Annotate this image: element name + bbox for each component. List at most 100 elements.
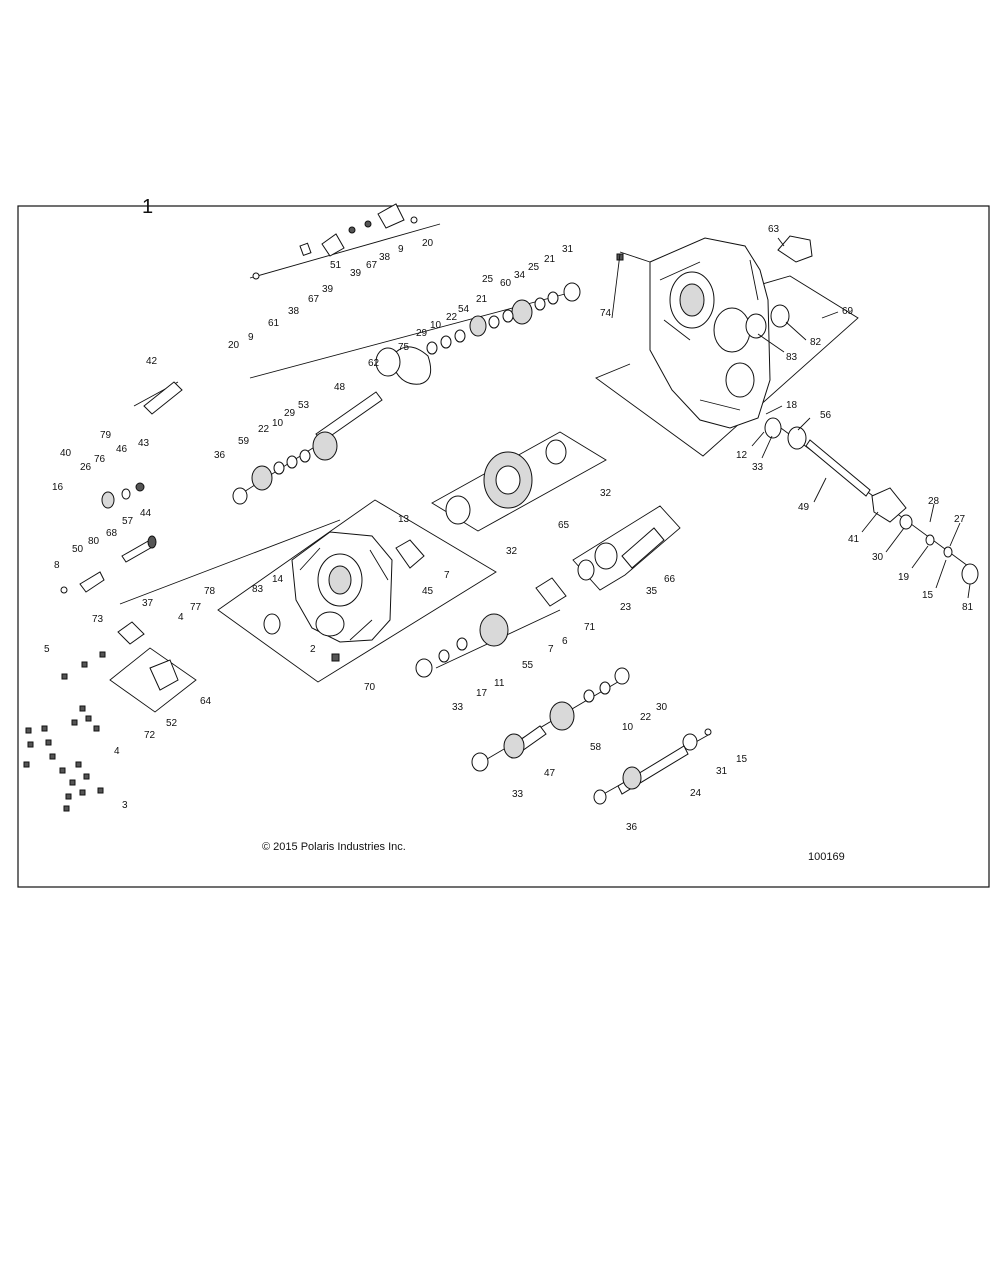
callout: 10 xyxy=(272,418,284,429)
callout: 17 xyxy=(476,688,488,699)
gear-53 xyxy=(312,431,338,461)
callout: 31 xyxy=(716,766,728,777)
callout: 83 xyxy=(786,352,798,363)
parts xyxy=(23,203,979,812)
gear-55 xyxy=(479,613,509,647)
callout: 9 xyxy=(398,244,404,255)
callout: 21 xyxy=(544,254,556,265)
callout: 4 xyxy=(114,746,120,757)
bracket-66 xyxy=(572,505,681,591)
callout: 33 xyxy=(512,789,524,800)
callout: 29 xyxy=(284,408,296,419)
callout: 34 xyxy=(514,270,526,281)
upper-gear-train xyxy=(232,282,581,505)
gear-59 xyxy=(251,465,273,491)
shift-drum-parts xyxy=(60,482,157,645)
callout: 30 xyxy=(656,702,668,713)
callout: 32 xyxy=(506,546,518,557)
callout: 22 xyxy=(258,424,270,435)
callout: 78 xyxy=(204,586,216,597)
callout: 74 xyxy=(600,308,612,319)
callout: 33 xyxy=(452,702,464,713)
callout: 71 xyxy=(584,622,596,633)
callout: 4 xyxy=(178,612,184,623)
callout: 68 xyxy=(106,528,118,539)
callout: 80 xyxy=(88,536,100,547)
bearing-36-left xyxy=(232,487,248,505)
bracket-70 xyxy=(217,499,497,683)
coupler-41 xyxy=(871,487,907,523)
callout: 32 xyxy=(600,488,612,499)
callout: 26 xyxy=(80,462,92,473)
callout: 54 xyxy=(458,304,470,315)
callout: 77 xyxy=(190,602,202,613)
callout: 19 xyxy=(898,572,910,583)
callout: 6 xyxy=(562,636,568,647)
sprocket-62 xyxy=(375,347,401,377)
lower-gear-train xyxy=(471,667,712,805)
callout: 2 xyxy=(310,644,316,655)
callout: 66 xyxy=(664,574,676,585)
callout: 46 xyxy=(116,444,128,455)
bracket-69 xyxy=(595,275,859,457)
callout: 39 xyxy=(322,284,334,295)
assembly-axis-lines xyxy=(119,223,969,797)
bearing-33-right xyxy=(764,417,782,439)
callout: 75 xyxy=(398,342,410,353)
callout: 69 xyxy=(842,306,854,317)
callout: 30 xyxy=(872,552,884,563)
callout: 41 xyxy=(848,534,860,545)
chain-75 xyxy=(393,346,432,385)
callout: 15 xyxy=(736,754,748,765)
callout: 39 xyxy=(350,268,362,279)
callout: 51 xyxy=(330,260,342,271)
callout: 47 xyxy=(544,768,556,779)
callout: 37 xyxy=(142,598,154,609)
bolt-cluster xyxy=(23,651,106,812)
callout: 72 xyxy=(144,730,156,741)
callout: 64 xyxy=(200,696,212,707)
copyright-text: © 2015 Polaris Industries Inc. xyxy=(262,841,406,853)
cover-45 xyxy=(395,539,425,569)
callout: 45 xyxy=(422,586,434,597)
housing-70 xyxy=(291,531,425,643)
callout: 28 xyxy=(928,496,940,507)
diagram-frame xyxy=(17,205,990,888)
callout: 76 xyxy=(94,454,106,465)
callout: 11 xyxy=(494,678,505,689)
gear-set-65 xyxy=(445,439,567,525)
callout: 56 xyxy=(820,410,832,421)
callout: 9 xyxy=(248,332,254,343)
callout: 5 xyxy=(44,644,50,655)
callout: 55 xyxy=(522,660,534,671)
callout: 67 xyxy=(308,294,320,305)
callout: 12 xyxy=(736,450,748,461)
pump-64 xyxy=(149,659,179,691)
callout: 52 xyxy=(166,718,178,729)
callout: 48 xyxy=(334,382,346,393)
callout: 38 xyxy=(379,252,391,263)
gasket-71 xyxy=(535,577,567,607)
callout: 50 xyxy=(72,544,84,555)
callout: 10 xyxy=(430,320,442,331)
callout: 18 xyxy=(786,400,798,411)
callout: 79 xyxy=(100,430,112,441)
callout: 61 xyxy=(268,318,280,329)
flange-56 xyxy=(787,426,807,450)
callout: 10 xyxy=(622,722,634,733)
callout: 29 xyxy=(416,328,428,339)
callout: 53 xyxy=(298,400,310,411)
callout: 70 xyxy=(364,682,376,693)
washer-81 xyxy=(961,563,979,585)
callout: 20 xyxy=(228,340,240,351)
shift-fork-assembly xyxy=(252,203,418,280)
callout: 81 xyxy=(962,602,974,613)
callout: 83 xyxy=(252,584,264,595)
callout: 7 xyxy=(548,644,554,655)
callout: 40 xyxy=(60,448,72,459)
seal-82 xyxy=(770,304,790,328)
callout: 27 xyxy=(954,514,966,525)
callout-labels: 63 69 74 82 83 18 56 12 33 49 28 27 41 3… xyxy=(44,224,974,833)
seal-83-left xyxy=(263,613,281,635)
